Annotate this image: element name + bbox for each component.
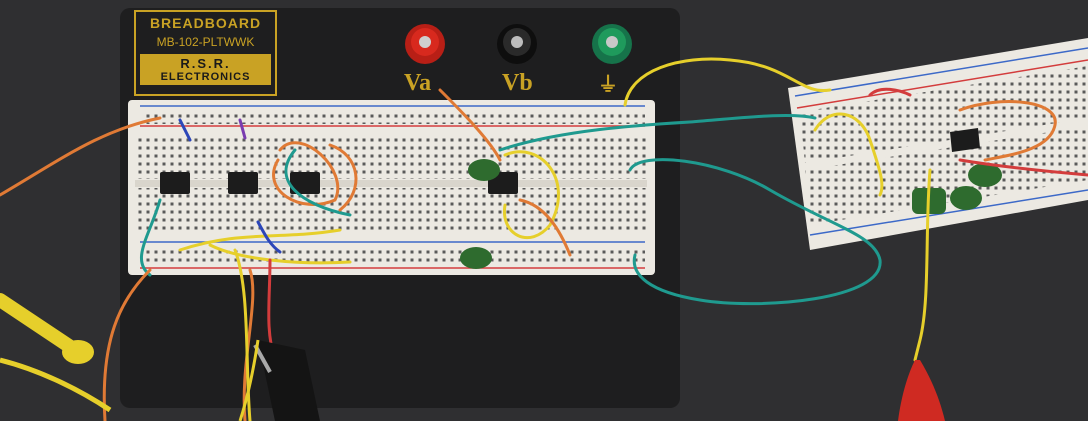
capacitor xyxy=(950,186,982,210)
brand-subtitle: ELECTRONICS xyxy=(160,71,251,83)
brand-name: R.S.R. xyxy=(180,56,231,71)
post-label-vb: Vb xyxy=(502,70,533,96)
breadboard-title: BREADBOARD xyxy=(149,15,262,31)
secondary-breadboard xyxy=(788,38,1088,250)
capacitor xyxy=(460,247,492,269)
black-alligator-clip xyxy=(238,339,320,421)
brand-box: R.S.R. ELECTRONICS xyxy=(140,54,271,85)
binding-post-va[interactable] xyxy=(405,24,445,64)
binding-post-vb[interactable] xyxy=(497,24,537,64)
jumper-wires xyxy=(0,57,1088,421)
ic-chip-2 xyxy=(228,172,258,194)
ic-chip-1 xyxy=(160,172,190,194)
ic-chip-5 xyxy=(950,128,980,152)
binding-post-ground[interactable] xyxy=(592,24,632,64)
post-label-va: Va xyxy=(404,70,432,96)
yellow-probe-lead xyxy=(0,293,112,413)
capacitor xyxy=(968,163,1002,187)
capacitor xyxy=(468,159,500,181)
ic-chip-3 xyxy=(290,172,320,194)
main-breadboard xyxy=(128,100,655,275)
breadboard-model: MB-102-PLTWWK xyxy=(156,35,255,49)
red-probe-clip xyxy=(898,360,945,421)
ground-symbol-icon: ⏚ xyxy=(598,72,618,96)
breadboard-label: BREADBOARD MB-102-PLTWWK R.S.R. ELECTRON… xyxy=(134,10,277,96)
